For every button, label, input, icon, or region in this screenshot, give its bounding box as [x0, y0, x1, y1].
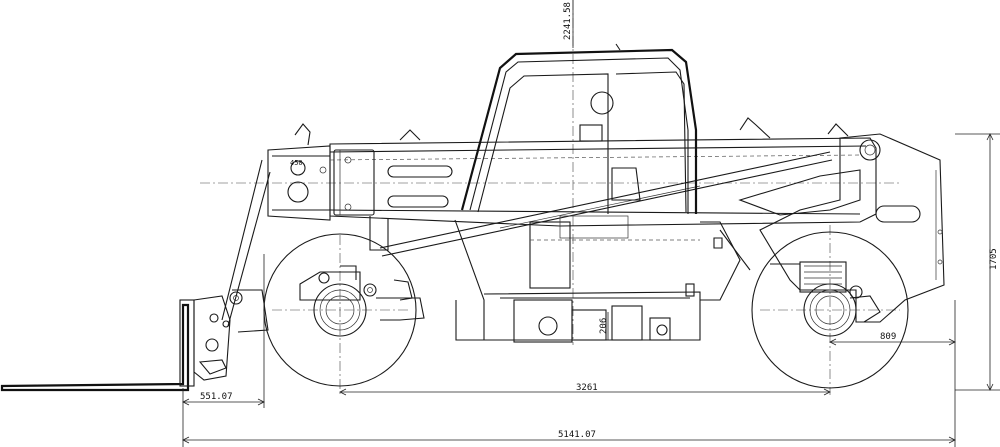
dimension-lines: [182, 0, 1000, 447]
centre-lines: [200, 0, 900, 395]
operator-cab: [460, 43, 698, 214]
rear-boom-tower: [738, 133, 945, 323]
dim-boom-note: 450: [290, 159, 303, 167]
rear-wheel: [751, 231, 909, 389]
dim-frame-height: 206: [599, 318, 609, 334]
chassis-frame: [299, 215, 881, 343]
dim-cab-height: 1705: [989, 248, 999, 270]
lift-cylinder: [379, 151, 833, 257]
dim-wheelbase: 3261: [576, 383, 598, 393]
dim-overall-length: 5141.07: [558, 430, 596, 440]
dim-rear-overhang: 809: [880, 332, 896, 342]
dim-fork-overhang: 551.07: [200, 392, 233, 402]
fork-assembly: [0, 159, 271, 392]
dim-overall-height: 2241.58: [563, 2, 573, 40]
telescopic-boom: [267, 117, 877, 227]
